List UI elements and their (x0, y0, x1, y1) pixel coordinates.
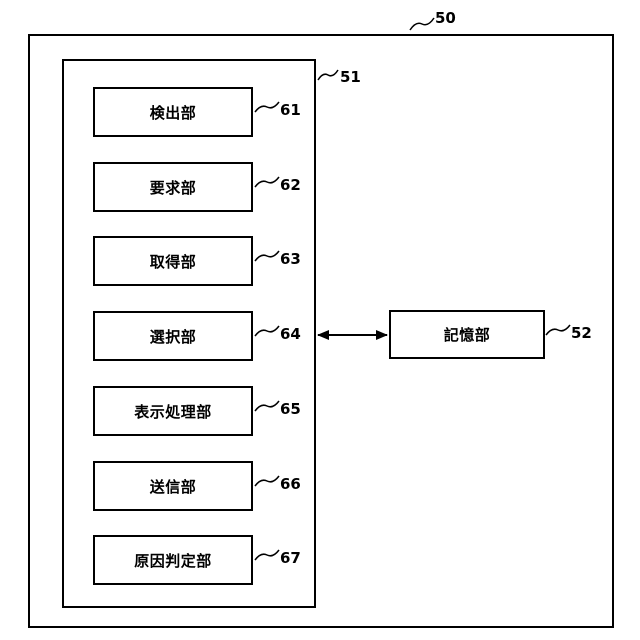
ref-62: 62 (280, 178, 301, 193)
storage-label: 記憶部 (444, 324, 491, 345)
unit-box-selection: 選択部 (93, 311, 253, 361)
unit-box-acquisition: 取得部 (93, 236, 253, 286)
ref-64: 64 (280, 327, 301, 342)
unit-box-cause-determination: 原因判定部 (93, 535, 253, 585)
ref-51: 51 (340, 70, 361, 85)
unit-box-request: 要求部 (93, 162, 253, 212)
storage-box: 記憶部 (389, 310, 545, 359)
ref-65: 65 (280, 402, 301, 417)
unit-box-detection: 検出部 (93, 87, 253, 137)
ref-66: 66 (280, 477, 301, 492)
unit-label-display-processing: 表示処理部 (134, 401, 212, 422)
ref-67: 67 (280, 551, 301, 566)
unit-box-display-processing: 表示処理部 (93, 386, 253, 436)
ref-50: 50 (435, 11, 456, 26)
unit-label-transmission: 送信部 (150, 476, 197, 497)
unit-label-detection: 検出部 (150, 102, 197, 123)
ref-63: 63 (280, 252, 301, 267)
unit-label-selection: 選択部 (150, 326, 197, 347)
unit-box-transmission: 送信部 (93, 461, 253, 511)
ref-52: 52 (571, 326, 592, 341)
unit-label-request: 要求部 (150, 177, 197, 198)
leader-50 (410, 18, 434, 30)
ref-61: 61 (280, 103, 301, 118)
unit-label-cause-determination: 原因判定部 (134, 550, 212, 571)
unit-label-acquisition: 取得部 (150, 251, 197, 272)
